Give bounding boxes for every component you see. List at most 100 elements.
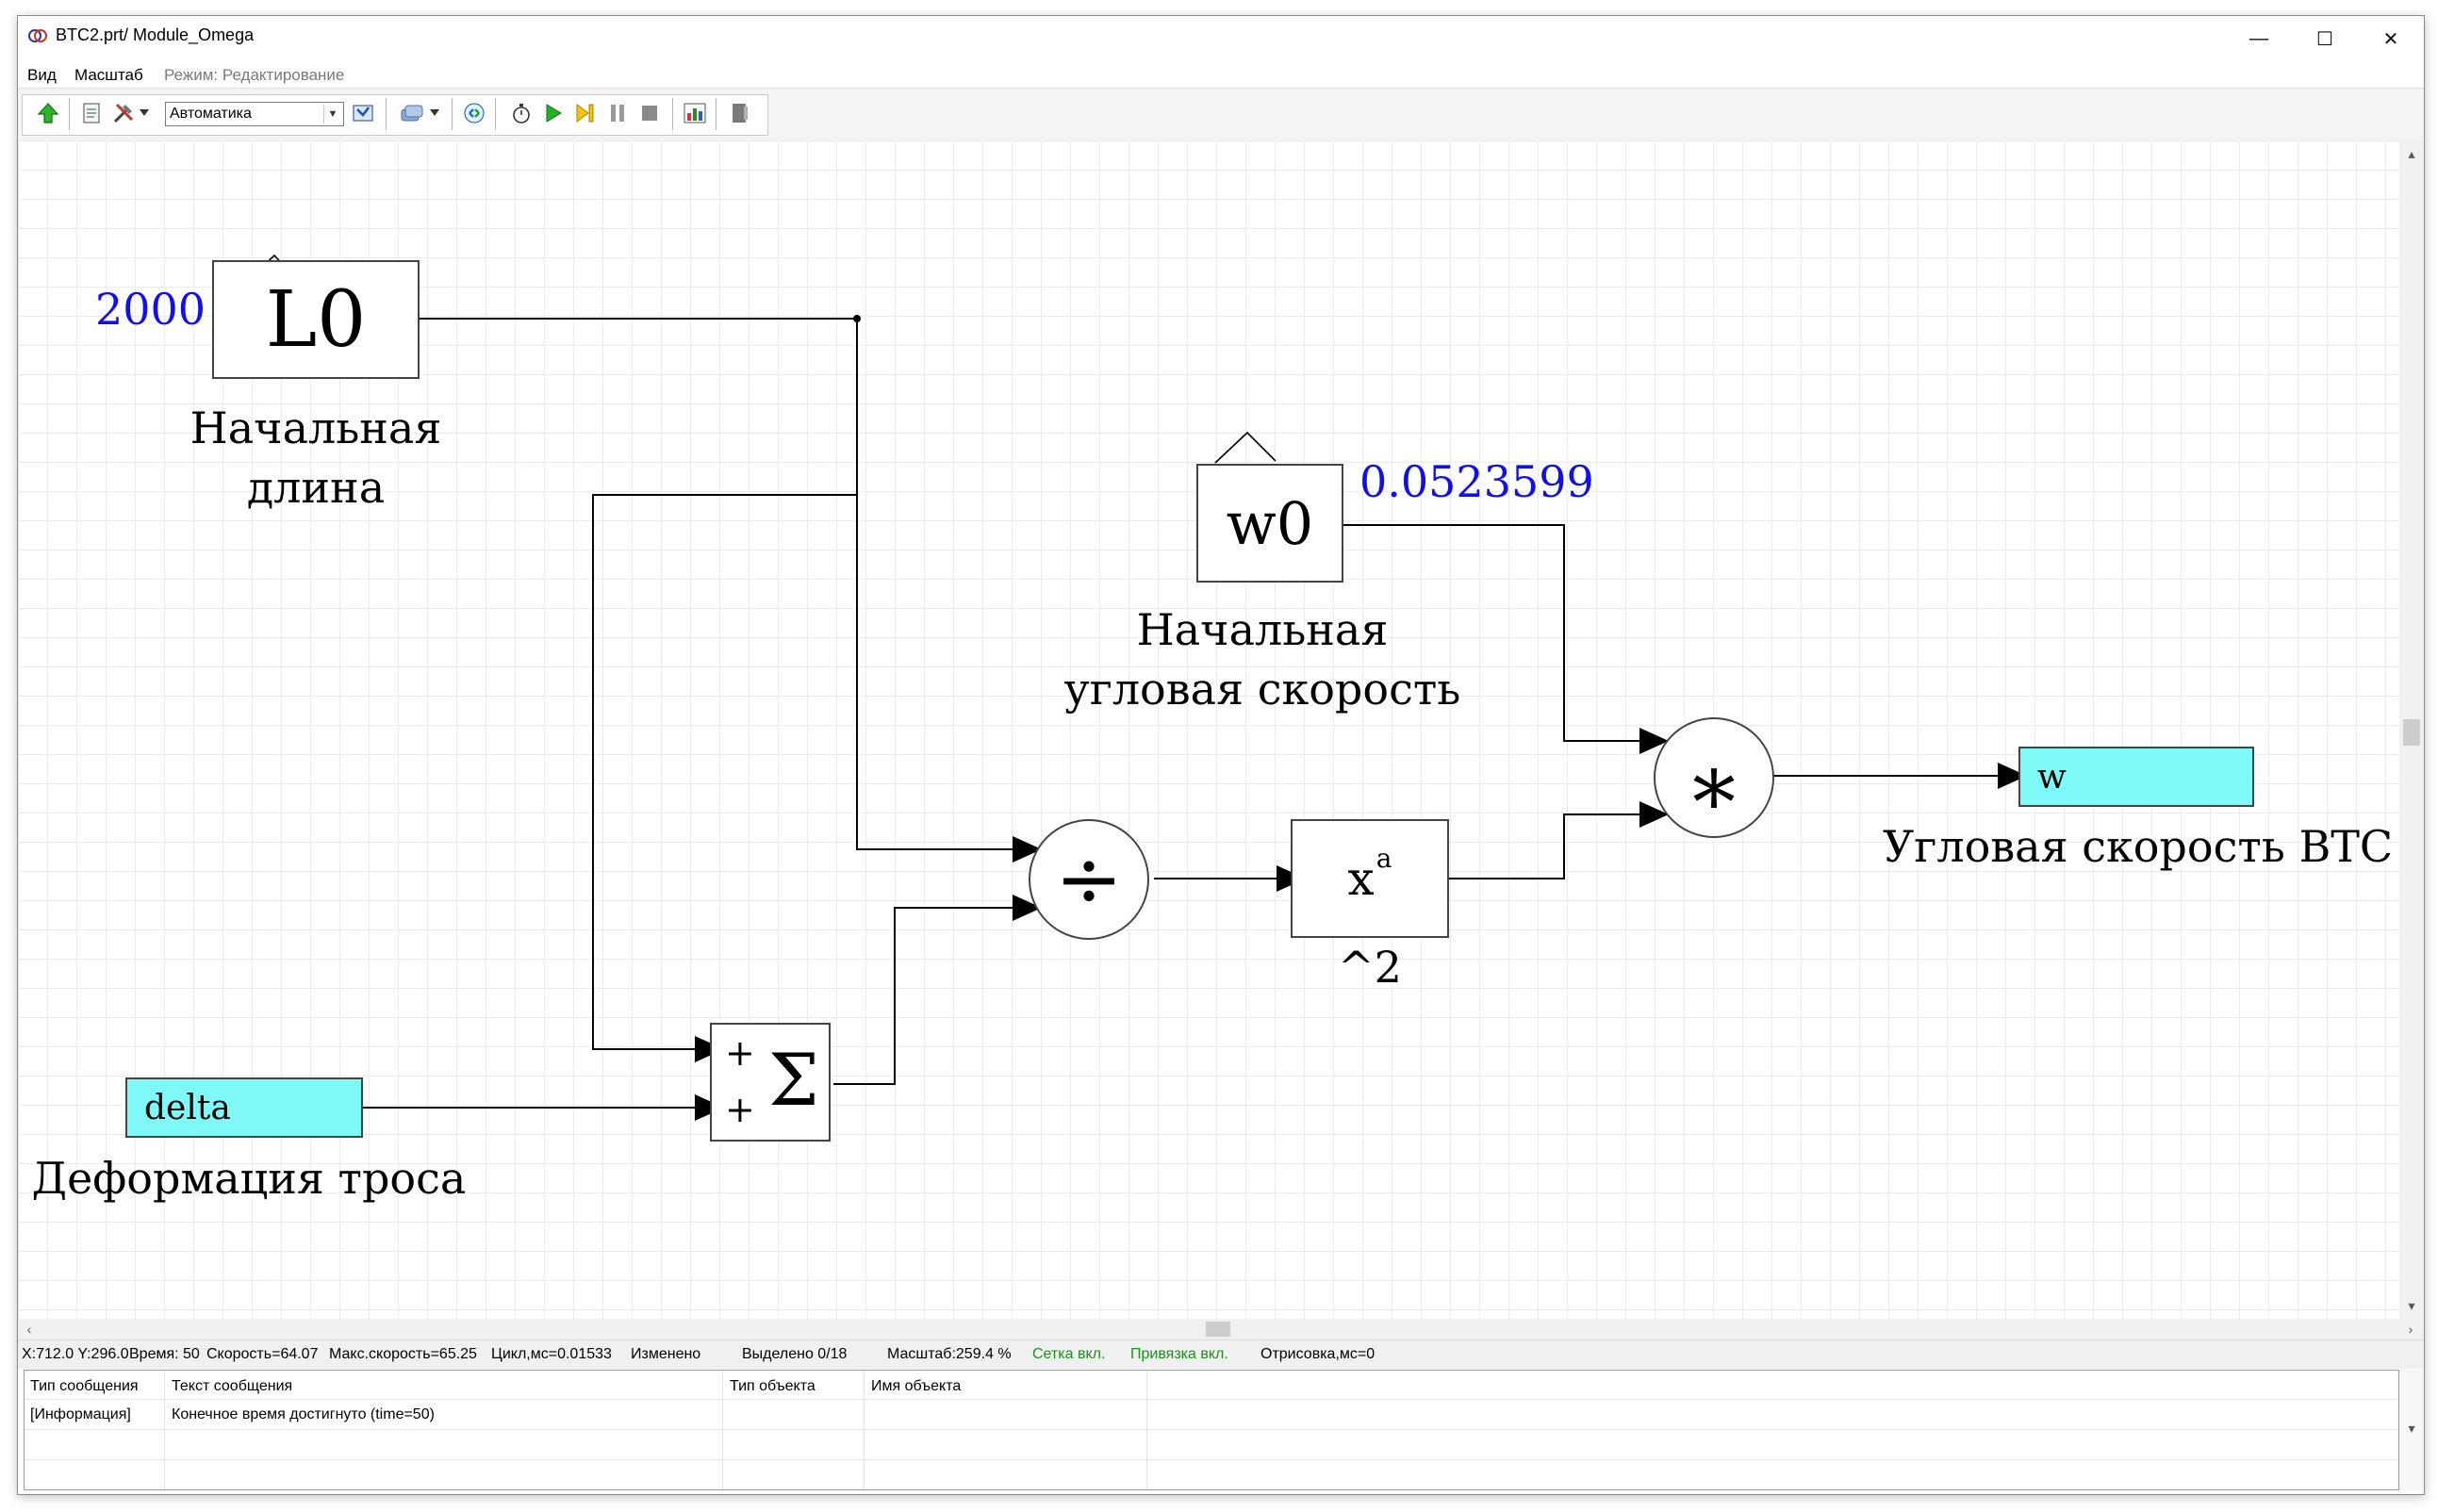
diagram-canvas[interactable]: 2000 L0 Начальная длина w0 0.0523599 Нач… (18, 140, 2399, 1319)
tools-icon[interactable] (110, 100, 137, 126)
w0-parameter-flag-icon (1214, 431, 1277, 464)
arrow-head (1639, 801, 1669, 828)
wire-w0-to-multiply (1343, 524, 1639, 742)
status-grid[interactable]: Сетка вкл. (1032, 1346, 1106, 1362)
status-speed: Скорость=64.07 (206, 1346, 319, 1362)
menu-mode-label: Режим: Редактирование (164, 66, 345, 84)
log-row-text[interactable]: Конечное время достигнуто (time=50) (172, 1406, 435, 1422)
vertical-scroll-thumb[interactable] (2403, 719, 2420, 746)
block-divide-symbol: ÷ (1054, 832, 1124, 927)
status-selected: Выделено 0/18 (742, 1346, 848, 1362)
signal-w[interactable]: w (2018, 747, 2254, 807)
log-header-object-name[interactable]: Имя объекта (871, 1378, 962, 1394)
upload-arrow-icon[interactable] (35, 100, 61, 126)
log-scrollbar[interactable]: ▾ (2399, 1370, 2424, 1490)
log-column-divider (1146, 1371, 1147, 1489)
exit-icon[interactable] (727, 100, 753, 126)
block-multiply[interactable]: ∗ (1654, 717, 1774, 838)
status-cycle: Цикл,мс=0.01533 (491, 1346, 612, 1362)
toolbar-separator (452, 98, 453, 130)
block-sum[interactable]: + + Σ (710, 1023, 831, 1142)
layers-icon[interactable] (399, 100, 425, 126)
w0-caption: Начальная угловая скорость (1063, 604, 1461, 715)
sum-sign-top: + (725, 1032, 755, 1074)
layers-dropdown-icon[interactable] (427, 100, 442, 126)
log-header-object-type[interactable]: Тип объекта (730, 1378, 815, 1394)
arrow-head (695, 1094, 724, 1121)
arrow-head (1013, 836, 1042, 863)
menu-bar: Вид Масштаб Режим: Редактирование (18, 61, 2424, 88)
wire-junction-dot (853, 315, 861, 322)
log-column-divider (722, 1371, 723, 1489)
block-multiply-symbol: ∗ (1684, 734, 1744, 836)
signal-delta[interactable]: delta (125, 1077, 363, 1138)
status-bar: X:712.0 Y:296.0 Время: 50 Скорость=64.07… (18, 1339, 2424, 1369)
vertical-scrollbar[interactable]: ▴ ▾ (2399, 140, 2424, 1319)
scroll-up-icon[interactable]: ▴ (2408, 145, 2415, 161)
wire-l0-to-divide (418, 318, 1013, 850)
minimize-button[interactable]: — (2249, 27, 2268, 49)
mode-select[interactable]: Автоматика ▼ (165, 102, 344, 126)
sum-sign-bottom: + (725, 1089, 755, 1130)
l0-caption: Начальная длина (189, 403, 442, 514)
log-header-text[interactable]: Текст сообщения (172, 1378, 293, 1394)
status-coords: X:712.0 Y:296.0 (22, 1346, 129, 1362)
menu-view[interactable]: Вид (27, 66, 57, 84)
menu-scale[interactable]: Масштаб (74, 66, 143, 84)
close-button[interactable]: ✕ (2382, 28, 2399, 50)
document-icon[interactable] (78, 100, 105, 126)
block-l0[interactable]: L0 (212, 260, 420, 379)
status-changed: Изменено (631, 1346, 701, 1362)
block-power-base: x (1347, 851, 1375, 906)
log-row-divider (25, 1399, 2398, 1400)
maximize-button[interactable]: ☐ (2316, 28, 2333, 50)
horizontal-scroll-thumb[interactable] (1206, 1322, 1230, 1337)
toolbar-separator (672, 98, 673, 130)
status-snap[interactable]: Привязка вкл. (1130, 1346, 1228, 1362)
block-power-exponent: a (1375, 842, 1392, 874)
block-l0-label: L0 (265, 274, 367, 365)
log-scroll-down-icon[interactable]: ▾ (2408, 1420, 2415, 1436)
play-icon[interactable] (540, 100, 567, 126)
toolbar-separator (69, 98, 70, 130)
signal-w-label: w (2037, 757, 2067, 797)
exchange-icon[interactable] (461, 100, 487, 126)
log-column-divider (864, 1371, 865, 1489)
toolbar-separator (495, 98, 496, 130)
horizontal-scrollbar[interactable]: ‹ › (18, 1319, 2424, 1339)
stopwatch-icon[interactable] (508, 100, 535, 126)
scroll-down-icon[interactable]: ▾ (2408, 1297, 2415, 1313)
scroll-left-icon[interactable]: ‹ (26, 1322, 32, 1337)
pause-icon[interactable] (604, 100, 631, 126)
stop-icon[interactable] (636, 100, 663, 126)
log-header-type[interactable]: Тип сообщения (30, 1378, 139, 1394)
chevron-down-icon: ▼ (323, 105, 341, 123)
w0-param-value: 0.0523599 (1359, 456, 1594, 507)
title-bar: BTC2.prt/ Module_Omega — ☐ ✕ (18, 16, 2424, 61)
log-row-divider (25, 1429, 2398, 1430)
block-w0[interactable]: w0 (1196, 464, 1343, 583)
arrow-head (1639, 728, 1669, 754)
toolbar-separator (716, 98, 717, 130)
jump-icon[interactable] (350, 100, 376, 126)
arrow-head (695, 1036, 724, 1062)
log-row-type[interactable]: [Информация] (30, 1406, 131, 1422)
step-icon[interactable] (572, 100, 599, 126)
status-max-speed: Макс.скорость=65.25 (329, 1346, 477, 1362)
app-logo-icon (28, 29, 47, 42)
l0-param-value: 2000 (95, 284, 206, 335)
scroll-right-icon[interactable]: › (2408, 1322, 2413, 1337)
tools-dropdown-icon[interactable] (137, 100, 152, 126)
log-column-divider (164, 1371, 165, 1489)
mode-select-value: Автоматика (170, 106, 252, 122)
status-scale: Масштаб:259.4 % (887, 1346, 1012, 1362)
chart-icon[interactable] (682, 100, 708, 126)
block-divide[interactable]: ÷ (1029, 819, 1149, 940)
arrow-head (1013, 895, 1042, 921)
block-w0-label: w0 (1226, 488, 1314, 558)
toolbar: Автоматика ▼ (18, 88, 2424, 142)
wires-layer (236, 254, 2027, 1121)
log-row-divider (25, 1459, 2398, 1460)
message-log: Тип сообщения Текст сообщения Тип объект… (24, 1370, 2399, 1490)
